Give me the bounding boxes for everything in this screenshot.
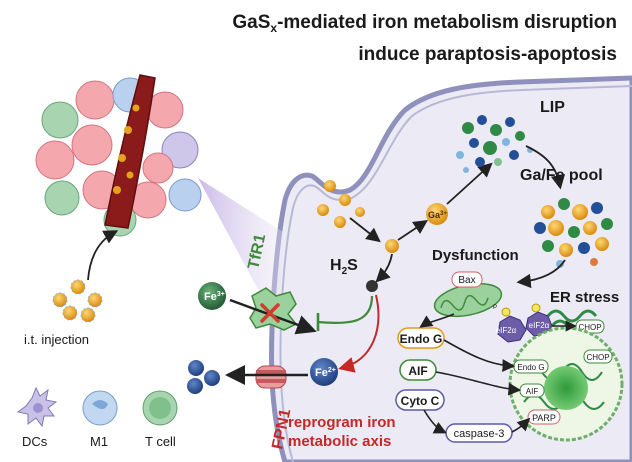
h2s-label: H2S	[330, 257, 358, 277]
parp-label: PARP	[532, 413, 556, 423]
fe3-label: Fe3+	[204, 291, 225, 303]
legend-label-tcell: T cell	[145, 434, 176, 449]
gasx-nanoparticles-icon	[317, 180, 365, 228]
h2s-to-fe2-arrow	[338, 294, 380, 373]
chop-label-1: CHOP	[578, 323, 601, 332]
injection-label: i.t. injection	[24, 332, 89, 347]
internalized-particle-icon	[385, 239, 399, 253]
title-line-1: GaSx-mediated iron metabolism disruption	[232, 12, 617, 35]
tumor-cluster	[35, 74, 202, 237]
bax-badge	[451, 271, 483, 288]
to-lip-arrow	[446, 162, 493, 205]
h2s-inhibition-line	[317, 295, 374, 325]
to-mito-arrow	[516, 259, 566, 289]
ga3-label: Ga3+	[428, 210, 447, 220]
endo-g-badge	[397, 327, 445, 349]
cyto-c-arrow	[423, 409, 447, 434]
bax-label: Bax	[458, 275, 475, 286]
to-ga3-arrow	[397, 220, 428, 241]
legend: DCs M1 T cell	[16, 386, 178, 449]
caspase3-arrow	[511, 417, 531, 433]
eif2a-complex-icon	[497, 303, 553, 343]
aif-badge	[399, 359, 437, 381]
reprogram-label-2: metabolic axis	[288, 433, 391, 450]
h2s-molecule-icon	[366, 280, 378, 292]
t-cell-icon	[142, 390, 178, 426]
p-label: P	[493, 305, 497, 311]
cyto-c-badge	[395, 389, 445, 411]
cyto-c-label: Cyto C	[401, 394, 440, 408]
chop-badge-2	[583, 349, 613, 364]
chop-label-2: CHOP	[586, 353, 609, 362]
to-h2s-arrow	[375, 253, 393, 283]
lip-label: LIP	[540, 99, 565, 116]
to-pool-arrow	[525, 145, 566, 190]
eif2a-label-1: eIF2α	[496, 326, 517, 335]
uptake-arrow	[349, 217, 381, 243]
fe2-ion-icon	[310, 358, 338, 386]
injection-arrow	[87, 230, 119, 281]
dysfunction-label: Dysfunction	[432, 247, 519, 264]
macrophage-icon	[82, 390, 118, 426]
title-line-2: induce paraptosis-apoptosis	[358, 44, 617, 65]
er-stress-label: ER stress	[550, 289, 619, 306]
ga-fe-pool-icon	[534, 198, 613, 268]
fe2-label: Fe2+	[315, 367, 336, 379]
block-cross-icon	[260, 303, 280, 323]
aif-arrow	[435, 371, 522, 396]
aif-label: AIF	[408, 364, 427, 378]
legend-label-dcs: DCs	[22, 434, 48, 449]
dendritic-cell-icon	[16, 386, 58, 428]
fpn1-exporter-icon	[255, 365, 287, 389]
endo-g-label: Endo G	[400, 332, 443, 346]
labile-iron-pool-icon	[456, 115, 533, 173]
pool-label: Ga/Fe pool	[520, 167, 603, 184]
exported-iron-icon	[187, 360, 220, 394]
eif2a-label-2: eIF2α	[529, 321, 550, 330]
legend-label-m1: M1	[90, 434, 108, 449]
ga3-ion-icon	[426, 203, 448, 225]
caspase3-label: caspase-3	[454, 428, 505, 440]
endo-g-arrow	[443, 339, 516, 372]
fe3-ion-icon	[198, 282, 226, 310]
reprogram-label-1: reprogram iron	[288, 414, 396, 431]
aif-small-label: AIF	[526, 387, 539, 396]
parp-badge	[527, 409, 561, 425]
mito-release-arrow	[419, 313, 455, 328]
nanoparticle-cluster-icon	[52, 279, 103, 323]
endo-g-small-label: Endo G	[517, 363, 544, 372]
